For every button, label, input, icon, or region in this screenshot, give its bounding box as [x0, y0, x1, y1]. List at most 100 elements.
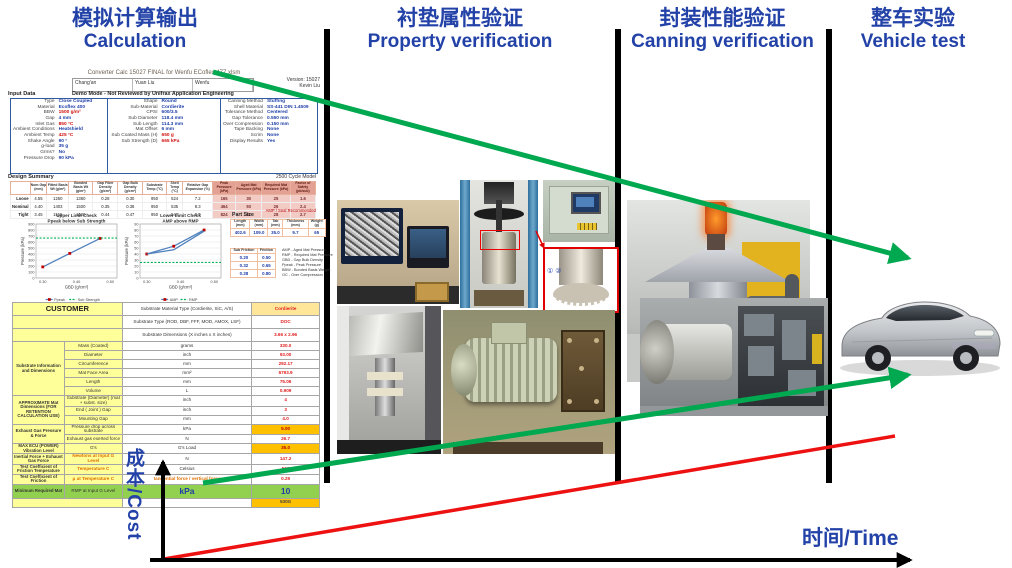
- svg-text:300: 300: [28, 258, 34, 262]
- junction-box: [491, 322, 527, 344]
- meta-customer: Chang'an: [73, 79, 133, 91]
- sem-monitor: [341, 208, 403, 264]
- motor-end-cap: [451, 344, 477, 396]
- header-calculation-en: Calculation: [83, 30, 187, 52]
- svg-text:40: 40: [134, 252, 138, 256]
- sem-fiber-image: [345, 212, 399, 256]
- fixture-base: [474, 290, 524, 306]
- report-title: Converter Calc 15027 FINAL for Wenfu ECo…: [87, 70, 241, 76]
- svg-text:10: 10: [134, 270, 138, 274]
- svg-text:GBD (g/cm³): GBD (g/cm³): [65, 285, 89, 290]
- header-vehicle-test: 整车实验 Vehicle test: [838, 7, 988, 52]
- photo-engine-dyno: [640, 298, 828, 416]
- svg-text:Pressure (kPa): Pressure (kPa): [20, 236, 25, 265]
- dyno-end-cap: [640, 320, 674, 384]
- svg-text:900: 900: [28, 222, 34, 226]
- panel-buttons: [577, 223, 597, 230]
- svg-text:GBD (g/cm³): GBD (g/cm³): [169, 285, 193, 290]
- svg-text:0: 0: [136, 276, 138, 280]
- inset-callout-numbers: ① ②: [547, 268, 562, 275]
- svg-text:400: 400: [28, 252, 34, 256]
- header-vehicle-zh: 整车实验: [871, 7, 955, 30]
- svg-text:RMP: RMP: [189, 298, 198, 302]
- meta-project: Wenfu: [193, 79, 253, 91]
- cycle-model-label: 2500 Cycle Model: [275, 174, 316, 180]
- svg-text:600: 600: [28, 240, 34, 244]
- laptop-screen: [410, 229, 446, 258]
- report-version: Version: 15027 Kevin Liu: [286, 77, 320, 89]
- sample-frame: [415, 282, 449, 302]
- design-summary-label: Design Summary 2500 Cycle Model: [8, 174, 316, 180]
- frame-right: [425, 306, 441, 454]
- svg-text:60: 60: [134, 240, 138, 244]
- floor: [640, 406, 828, 416]
- car-windows: [886, 304, 964, 321]
- photo-vibration-motor-rig: [443, 310, 615, 454]
- svg-text:Lower Limit Check: Lower Limit Check: [160, 213, 201, 218]
- photo-tensile-test-machine: [460, 180, 538, 308]
- rig-base: [453, 442, 603, 454]
- svg-text:700: 700: [28, 234, 34, 238]
- svg-text:500: 500: [28, 246, 34, 250]
- svg-text:0.30: 0.30: [39, 280, 46, 284]
- svg-text:50: 50: [134, 246, 138, 250]
- svg-text:0.50: 0.50: [107, 280, 114, 284]
- electric-motor: [465, 338, 557, 402]
- photo-hot-face-test-machine: [337, 306, 441, 454]
- svg-text:Sub Strength: Sub Strength: [78, 298, 100, 302]
- svg-text:20: 20: [134, 264, 138, 268]
- hood-neck: [707, 234, 725, 250]
- time-axis-label: 时间/Time: [802, 527, 899, 550]
- svg-text:30: 30: [134, 258, 138, 262]
- svg-text:0.30: 0.30: [143, 280, 150, 284]
- machine-column-left: [460, 180, 470, 308]
- svg-text:AMP above RMP: AMP above RMP: [162, 219, 198, 224]
- clamp-upper: [367, 372, 403, 380]
- svg-text:0: 0: [32, 276, 34, 280]
- photo-test-vehicle: [840, 301, 1001, 376]
- header-property-verification: 衬垫属性验证 Property verification: [340, 7, 580, 52]
- inset-mat-rim: [553, 283, 609, 306]
- svg-text:AMP: AMP: [170, 298, 179, 302]
- rusty-flange: [561, 330, 605, 412]
- header-calculation-zh: 模拟计算输出: [72, 7, 198, 30]
- svg-text:70: 70: [134, 234, 138, 238]
- yellow-guard: [812, 334, 822, 364]
- svg-text:Upper Limit Check: Upper Limit Check: [56, 213, 97, 218]
- glowing-converter: [705, 202, 727, 236]
- header-property-en: Property verification: [367, 30, 553, 52]
- svg-text:200: 200: [28, 264, 34, 268]
- machine-base: [337, 440, 441, 454]
- meta-contact: Yuan Liu: [133, 79, 193, 91]
- svg-text:0.40: 0.40: [177, 280, 184, 284]
- inset-cylinder: [559, 249, 603, 285]
- part-size-label: Part Size: [232, 212, 254, 218]
- panel-screen: [571, 192, 601, 214]
- demo-mode-note: Demo Mode - Not Reviewed by Unifrax Appl…: [72, 91, 234, 97]
- photo-mat-wrap-inset: ① ②: [543, 247, 619, 313]
- car-headlight: [973, 329, 995, 337]
- push-rod: [496, 200, 502, 234]
- svg-text:Ppeak below Sub Strength: Ppeak below Sub Strength: [48, 219, 106, 224]
- header-calculation: 模拟计算输出 Calculation: [35, 7, 235, 52]
- header-canning-verification: 封装性能验证 Canning verification: [605, 7, 840, 52]
- input-data-label: Input Data: [8, 91, 36, 97]
- svg-text:100: 100: [28, 270, 34, 274]
- svg-text:Ppeak: Ppeak: [54, 298, 65, 302]
- cost-axis-label: 成本/Cost: [123, 448, 144, 541]
- report-meta-strip: Chang'an Yuan Liu Wenfu: [72, 78, 254, 92]
- header-vehicle-en: Vehicle test: [860, 30, 966, 52]
- header-canning-zh: 封装性能验证: [659, 7, 786, 30]
- svg-text:Pressure (kPa): Pressure (kPa): [124, 236, 129, 265]
- photo-controller-panel: [543, 180, 615, 242]
- frame-left: [337, 306, 349, 454]
- steel-enclosure: [349, 312, 423, 356]
- laptop: [407, 226, 449, 268]
